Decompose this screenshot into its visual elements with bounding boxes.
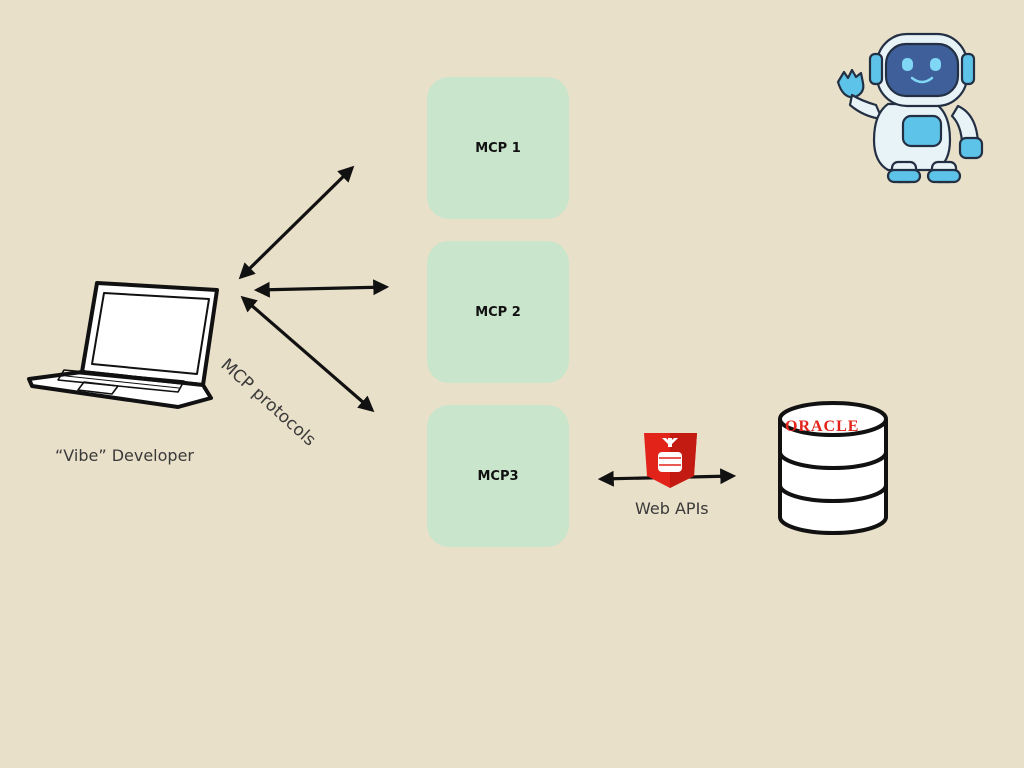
developer-label: “Vibe” Developer [55, 446, 194, 465]
mcp-3-box: MCP3 [427, 405, 569, 547]
mcp-3-label: MCP3 [477, 468, 519, 484]
arrow-to-mcp-2 [253, 279, 390, 298]
mcp-1-label: MCP 1 [475, 140, 521, 156]
mcp-1-box: MCP 1 [427, 77, 569, 219]
mcp-2-box: MCP 2 [427, 241, 569, 383]
mcp-2-label: MCP 2 [475, 304, 521, 320]
arrow-to-mcp-1 [238, 165, 355, 280]
oracle-logo: ORACLE [785, 418, 860, 435]
web-apis-label: Web APIs [635, 499, 709, 518]
arrow-to-mcp-3 [240, 295, 375, 413]
